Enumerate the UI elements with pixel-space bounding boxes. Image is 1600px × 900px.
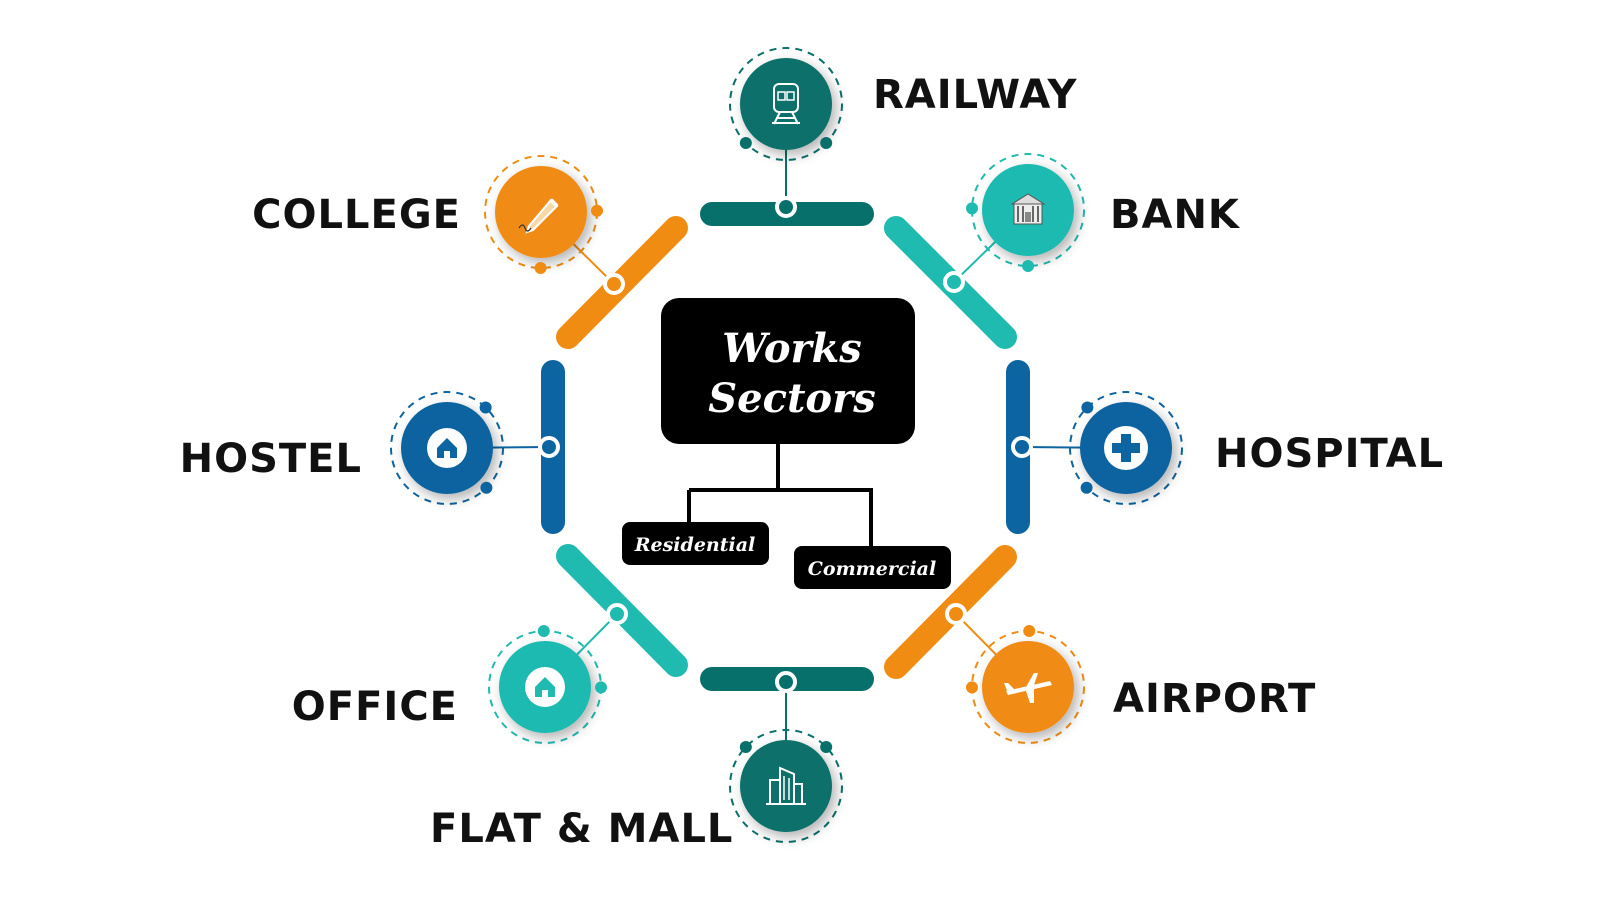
train-icon <box>772 83 800 125</box>
sector-circle <box>740 740 832 832</box>
center-title-line2: Sectors <box>708 375 875 422</box>
ring-dot <box>966 681 979 694</box>
ring-dot <box>1081 401 1094 414</box>
home-icon <box>427 428 467 468</box>
sector-node-office: OFFICE <box>292 603 628 744</box>
ring-dot <box>480 481 493 494</box>
connector-lines <box>687 444 873 546</box>
residential-box <box>622 522 769 565</box>
sector-node-bank: BANK <box>943 153 1241 293</box>
sector-node-college: COLLEGE <box>252 155 625 295</box>
sector-circle <box>740 58 832 150</box>
dashed-ring <box>390 391 504 505</box>
connector-dot <box>606 603 628 625</box>
connector-dot <box>538 436 560 458</box>
connector-dot <box>945 603 967 625</box>
ring-dot <box>820 740 833 753</box>
sector-node-flat-mall: FLAT & MALL <box>430 671 843 852</box>
connector-dot <box>775 671 797 693</box>
sector-node-hostel: HOSTEL <box>180 391 560 505</box>
sector-label-hostel: HOSTEL <box>180 436 362 482</box>
pencil-icon <box>518 198 559 234</box>
sector-node-hospital: HOSPITAL <box>1011 391 1444 505</box>
ring-dot <box>820 137 833 150</box>
sector-label-hospital: HOSPITAL <box>1215 431 1444 477</box>
ring-dot <box>594 681 607 694</box>
dashed-ring <box>1069 391 1183 505</box>
sector-label-railway: RAILWAY <box>873 72 1077 118</box>
residential-label: Residential <box>634 534 756 556</box>
building-icon <box>766 766 806 805</box>
connector-dot <box>943 271 965 293</box>
center-box: Works Sectors Residential Commercial <box>622 298 951 589</box>
ring-dot <box>1080 481 1093 494</box>
bank-icon <box>1010 193 1046 225</box>
commercial-label: Commercial <box>808 558 936 580</box>
ring-dot <box>1022 259 1035 272</box>
ring-dot <box>534 261 547 274</box>
sector-label-airport: AIRPORT <box>1113 676 1316 722</box>
connector-dot <box>775 196 797 218</box>
ring-dot <box>537 625 550 638</box>
home-icon <box>525 667 565 707</box>
sector-label-flat-mall: FLAT & MALL <box>430 806 733 852</box>
connector-dot <box>1011 436 1033 458</box>
airplane-icon <box>1004 673 1052 703</box>
ring-dot <box>590 204 603 217</box>
ring-dot <box>1023 625 1036 638</box>
sector-label-office: OFFICE <box>292 684 458 730</box>
sector-node-airport: AIRPORT <box>945 603 1316 744</box>
ring-dot <box>479 401 492 414</box>
sector-label-bank: BANK <box>1110 192 1241 238</box>
medical-cross-icon <box>1104 426 1148 470</box>
sector-label-college: COLLEGE <box>252 192 461 238</box>
ring-dot <box>966 202 979 215</box>
ring-dot <box>739 137 752 150</box>
dashed-ring <box>729 47 843 161</box>
commercial-box <box>794 546 951 589</box>
sector-node-railway: RAILWAY <box>729 47 1077 218</box>
dashed-ring <box>729 729 843 843</box>
connector-dot <box>603 273 625 295</box>
center-title-line1: Works <box>722 325 862 372</box>
ring-dot <box>739 740 752 753</box>
